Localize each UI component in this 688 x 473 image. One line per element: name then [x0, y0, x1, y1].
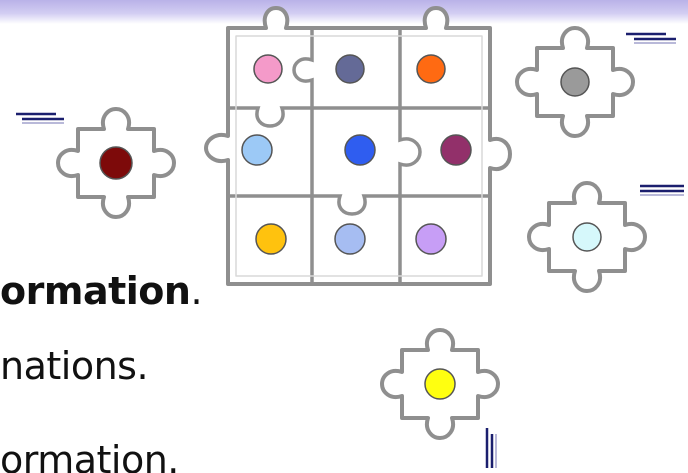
dot-orange [417, 55, 445, 83]
dot-blue [345, 135, 375, 165]
dot-plum [441, 135, 471, 165]
dot-pink [254, 55, 282, 83]
dot-pale-cyan [573, 223, 601, 251]
dot-yellow [425, 369, 455, 399]
dot-amber [256, 224, 286, 254]
dot-light-blue [242, 135, 272, 165]
dot-periwinkle [335, 224, 365, 254]
dot-maroon [100, 147, 132, 179]
dot-lavender [416, 224, 446, 254]
dot-slate-blue [336, 55, 364, 83]
dot-gray [561, 68, 589, 96]
